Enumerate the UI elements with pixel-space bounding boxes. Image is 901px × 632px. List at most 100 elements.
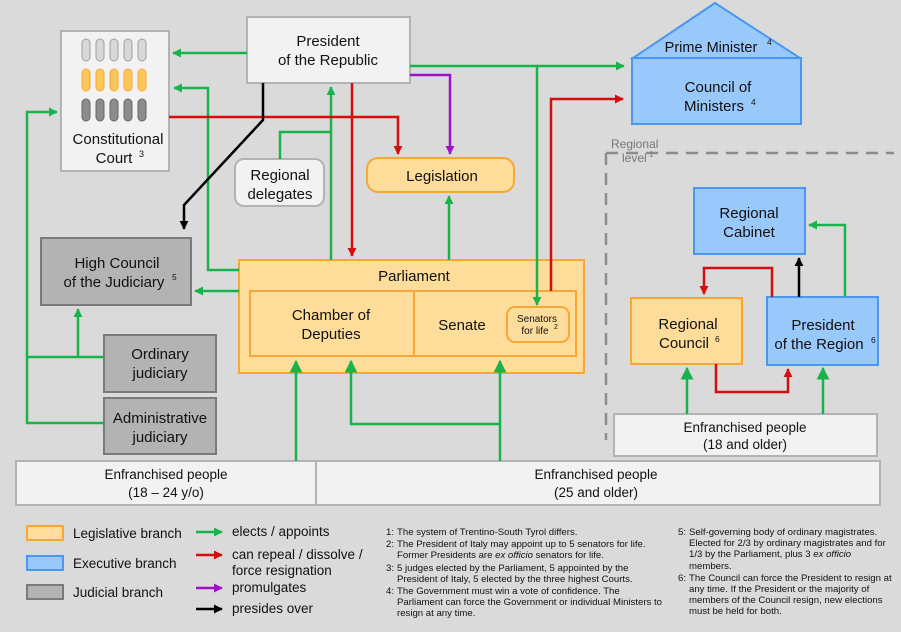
parliament: Parliament Chamber of Deputies Senate Se… [238, 259, 585, 374]
administrative-judiciary: Administrative judiciary [103, 397, 217, 455]
people-18-24-line2: (18 – 24 y/o) [128, 485, 204, 500]
high-council-line2: of the Judiciary [64, 274, 165, 291]
footnote-text: The Government must win a vote of confid… [397, 586, 663, 620]
footnote-text: The Council can force the President to r… [689, 572, 892, 618]
footnote-text-part: members. [689, 560, 732, 572]
administrative-judiciary-line2: judiciary [131, 429, 188, 446]
legend-judicial-swatch [26, 584, 64, 600]
senators-life-sup: 2 [554, 324, 558, 331]
arrow-people-elect-chamber-2 [344, 359, 500, 426]
president-republic-line1: President [296, 33, 360, 50]
footnote-6: 6:The Council can force the President to… [678, 573, 896, 618]
constitutional-court: Constitutional Court 3 [60, 30, 170, 172]
high-council-of-the-judiciary: High Council of the Judiciary 5 [40, 237, 192, 306]
footnote-text: Self-governing body of ordinary magistra… [689, 527, 896, 572]
council-ministers-line1: Council of [685, 79, 753, 96]
arrow-parliament-forces-government [549, 94, 624, 291]
legend [26, 525, 223, 614]
regional-council-line2: Council [659, 335, 709, 352]
regional-level-sup: 1 [649, 150, 654, 159]
regional-cabinet: Regional Cabinet [693, 187, 806, 255]
footnote-number: 3: [386, 562, 395, 574]
enfranchised-people-25: Enfranchised people (25 and older) [315, 460, 881, 506]
footnote-text: 5 judges elected by the Parliament, 5 ap… [397, 562, 633, 585]
legend-repeal-label-1: can repeal / dissolve / [232, 547, 363, 562]
footnote-4: 4:The Government must win a vote of conf… [386, 586, 668, 620]
president-region-sup: 6 [871, 335, 876, 345]
footnote-number: 6: [678, 572, 687, 584]
arrow-council-forces-president [714, 364, 793, 394]
people-25-line1: Enfranchised people [534, 467, 657, 482]
arrow-admin-elects-court [25, 107, 104, 425]
arrow-court-repeals-legislation [169, 115, 403, 155]
legend-presides-label: presides over [232, 601, 314, 616]
people-regional-line2: (18 and older) [703, 437, 787, 452]
people-25-line2: (25 and older) [554, 485, 638, 500]
footnote-text-part: senators for life. [532, 550, 604, 562]
regional-delegates: Regional delegates [234, 158, 325, 207]
judges-icon [81, 38, 147, 122]
arrow-president-appoints-cabinet [808, 220, 847, 297]
footnote-3: 3:5 judges elected by the Parliament, 5 … [386, 563, 668, 585]
president-region-line2: of the Region [774, 336, 863, 353]
parliament-label: Parliament [378, 268, 451, 285]
people-regional-line1: Enfranchised people [683, 420, 806, 435]
legend-executive-label: Executive branch [73, 556, 177, 571]
footnote-5: 5:Self-governing body of ordinary magist… [678, 527, 896, 572]
enfranchised-people-18-24: Enfranchised people (18 – 24 y/o) [15, 460, 317, 506]
legend-legislative-label: Legislative branch [73, 526, 182, 541]
footnote-text-part: The President of Italy may appoint up to… [397, 539, 646, 562]
regional-council: Regional Council 6 [630, 297, 743, 365]
footnote-text: The system of Trentino-South Tyrol diffe… [397, 527, 578, 538]
regional-council-sup: 6 [715, 334, 720, 344]
footnote-number: 5: [678, 527, 687, 538]
legend-executive-swatch [26, 555, 64, 571]
council-ministers-sup: 4 [751, 97, 756, 107]
legislation-label: Legislation [406, 168, 478, 185]
ordinary-judiciary-line2: judiciary [131, 365, 188, 382]
footnote-number: 1: [386, 527, 395, 538]
senate [413, 290, 577, 357]
legislation: Legislation [366, 157, 515, 193]
people-18-24-line1: Enfranchised people [104, 467, 227, 482]
legend-repeal-label-2: force resignation [232, 563, 332, 578]
footnote-text: The President of Italy may appoint up to… [397, 539, 668, 561]
footnotes-left: 1:The system of Trentino-South Tyrol dif… [386, 527, 668, 621]
administrative-judiciary-line1: Administrative [113, 410, 207, 427]
president-republic-line2: of the Republic [278, 52, 379, 69]
constitutional-court-sup: 3 [139, 149, 144, 159]
council-of-ministers-box [631, 57, 802, 125]
arrow-delegates-elect-president [278, 130, 331, 159]
regional-level-line1: Regional [611, 137, 658, 151]
chamber-line2: Deputies [301, 326, 360, 343]
legend-judicial-label: Judicial branch [73, 585, 164, 600]
footnote-number: 2: [386, 539, 395, 551]
president-of-the-republic: President of the Republic [246, 16, 411, 84]
footnotes-right: 5:Self-governing body of ordinary magist… [678, 527, 896, 619]
chamber-of-deputies [249, 290, 415, 357]
footnote-text-emphasis: ex officio [813, 549, 852, 561]
footnote-1: 1:The system of Trentino-South Tyrol dif… [386, 527, 668, 538]
footnote-number: 4: [386, 586, 395, 598]
regional-level-line2: level [622, 151, 647, 165]
legend-elects-label: elects / appoints [232, 524, 330, 539]
regional-council-line1: Regional [658, 316, 717, 333]
senators-life-line1: Senators [517, 314, 557, 325]
arrow-president-dissolves-council [699, 266, 774, 297]
regional-delegates-line2: delegates [247, 186, 312, 203]
chamber-line1: Chamber of [292, 307, 371, 324]
footnote-text-emphasis: ex officio [495, 550, 533, 562]
ordinary-judiciary: Ordinary judiciary [103, 334, 217, 393]
senators-for-life [506, 306, 570, 343]
prime-minister-sup: 4 [767, 37, 772, 47]
regional-cabinet-line2: Cabinet [723, 224, 776, 241]
council-ministers-line2: Ministers [684, 98, 744, 115]
constitutional-court-line2: Court [96, 150, 134, 167]
senators-life-line2: for life [521, 326, 549, 337]
ordinary-judiciary-line1: Ordinary [131, 346, 189, 363]
legend-promulgates-label: promulgates [232, 580, 307, 595]
arrow-president-promulgates [410, 73, 455, 155]
footnote-text-part: Self-governing body of ordinary magistra… [689, 527, 886, 561]
regional-level-frame: Regional level 1 [604, 137, 894, 440]
